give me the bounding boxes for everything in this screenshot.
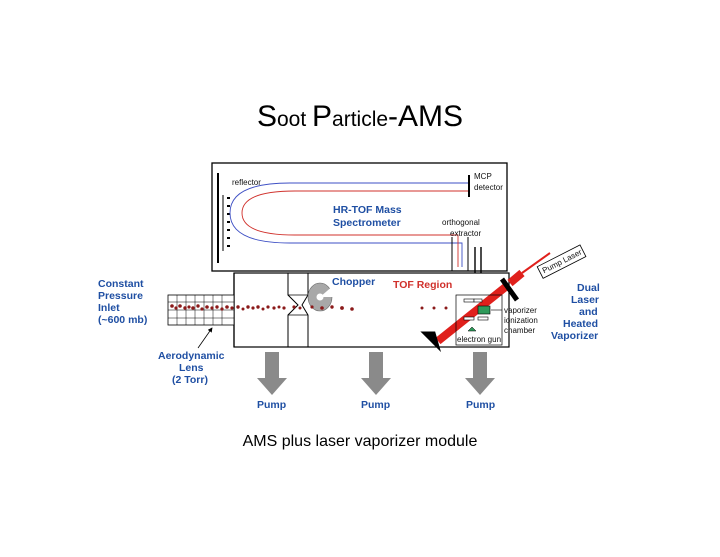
pump-label: Pump [257, 399, 286, 411]
lens-label: Aerodynamic [158, 350, 225, 362]
ion-path-blue [229, 182, 468, 267]
title-part: article [332, 108, 389, 131]
title-part: -AMS [388, 100, 464, 133]
pump-label: Pump [466, 399, 495, 411]
laser-window [499, 277, 520, 302]
title-part: P [312, 100, 333, 133]
ams-diagram: reflector MCP detector HR-TOF Mass Spect… [98, 162, 600, 411]
title-part: S [256, 100, 277, 133]
particle-beam [170, 304, 448, 311]
reflector-label: reflector [232, 178, 261, 187]
pump-arrows [257, 352, 495, 395]
chopper-wheel [307, 282, 334, 312]
laser-mirror [420, 331, 442, 353]
title-part: oot [276, 108, 312, 131]
orthogonal-label: extractor [450, 229, 481, 238]
dual-laser-label: and [579, 306, 598, 318]
pump-laser-box: Pump Laser [536, 244, 587, 279]
skimmer [287, 273, 299, 347]
lens-pointer [197, 327, 213, 349]
vaporizer-label: vaporizer [504, 306, 537, 315]
ionization-label: chamber [504, 326, 535, 335]
hr-tof-label: HR-TOF Mass [333, 204, 402, 216]
dual-laser-label: Laser [571, 294, 599, 306]
lens-label: (2 Torr) [172, 374, 208, 386]
dual-laser-label: Heated [563, 318, 598, 330]
electron-gun-label: electron gun [457, 335, 501, 344]
laser-beam [435, 281, 511, 345]
lens-label: Lens [179, 362, 204, 374]
slide-title: Soot Particle-AMS [0, 100, 720, 134]
reflector-plates [217, 173, 230, 263]
vacuum-chamber [233, 272, 510, 348]
inlet-label: Constant [98, 278, 144, 290]
dual-laser-label: Dual [577, 282, 600, 294]
tof-region-label: TOF Region [393, 279, 452, 291]
vaporizer-block [477, 305, 491, 315]
orthogonal-extractor [451, 237, 482, 273]
orthogonal-label: orthogonal [442, 218, 480, 227]
dual-laser-label: Vaporizer [551, 330, 598, 342]
ionization-chamber [455, 294, 503, 346]
ion-path-red [241, 190, 468, 267]
ionization-label: ionization [504, 316, 538, 325]
slide-caption: AMS plus laser vaporizer module [242, 433, 478, 450]
mcp-label: MCP [474, 172, 492, 181]
electron-gun [467, 326, 477, 332]
chopper-label: Chopper [332, 276, 375, 288]
inlet-label: Pressure [98, 290, 143, 302]
inlet-label: (~600 mb) [98, 314, 147, 326]
hr-tof-label: Spectrometer [333, 217, 401, 229]
inlet-label: Inlet [98, 302, 120, 314]
mcp-label: detector [474, 183, 503, 192]
pump-label: Pump [361, 399, 390, 411]
